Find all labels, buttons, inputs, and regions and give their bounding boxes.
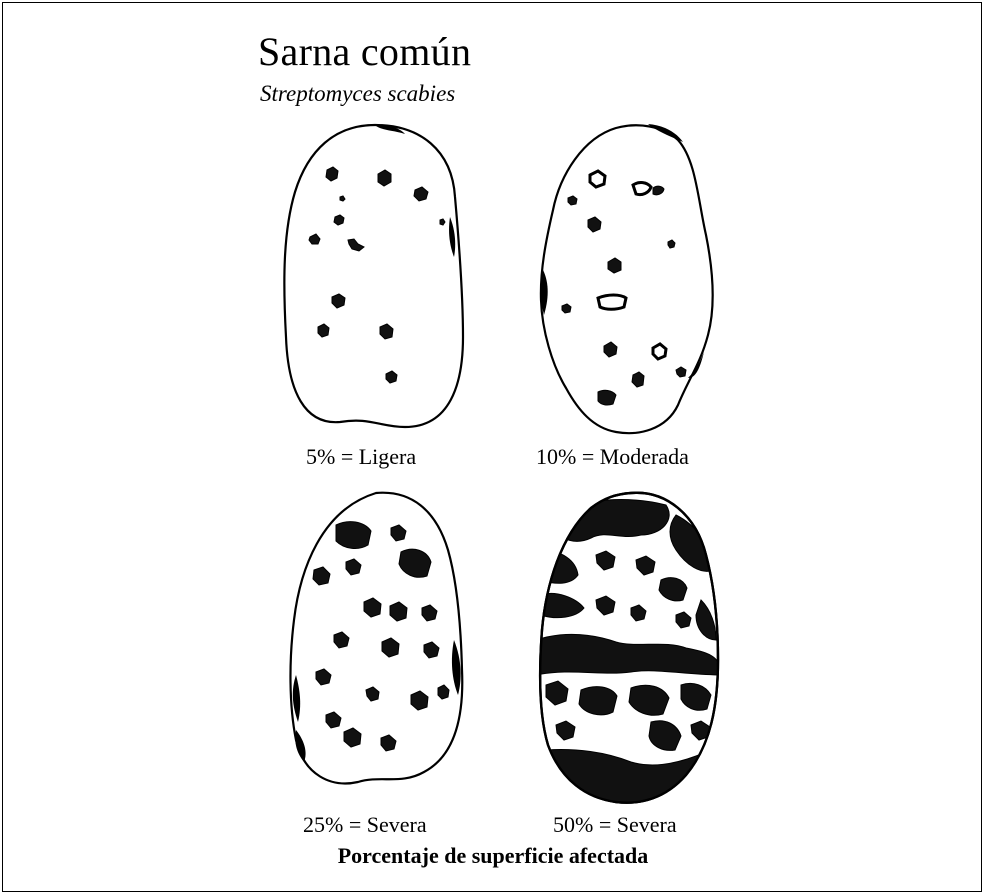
- tuber-5-percent: [280, 122, 470, 432]
- figure-title: Sarna común: [258, 28, 471, 75]
- caption-5: 5% = Ligera: [306, 444, 416, 470]
- tuber-50-percent: [536, 490, 722, 805]
- caption-10: 10% = Moderada: [536, 444, 689, 470]
- caption-50: 50% = Severa: [553, 812, 677, 838]
- caption-25: 25% = Severa: [303, 812, 427, 838]
- tuber-10-percent: [538, 120, 718, 440]
- figure-subtitle: Streptomyces scabies: [260, 81, 455, 107]
- figure-footer: Porcentaje de superficie afectada: [0, 843, 986, 869]
- tuber-25-percent: [286, 490, 468, 790]
